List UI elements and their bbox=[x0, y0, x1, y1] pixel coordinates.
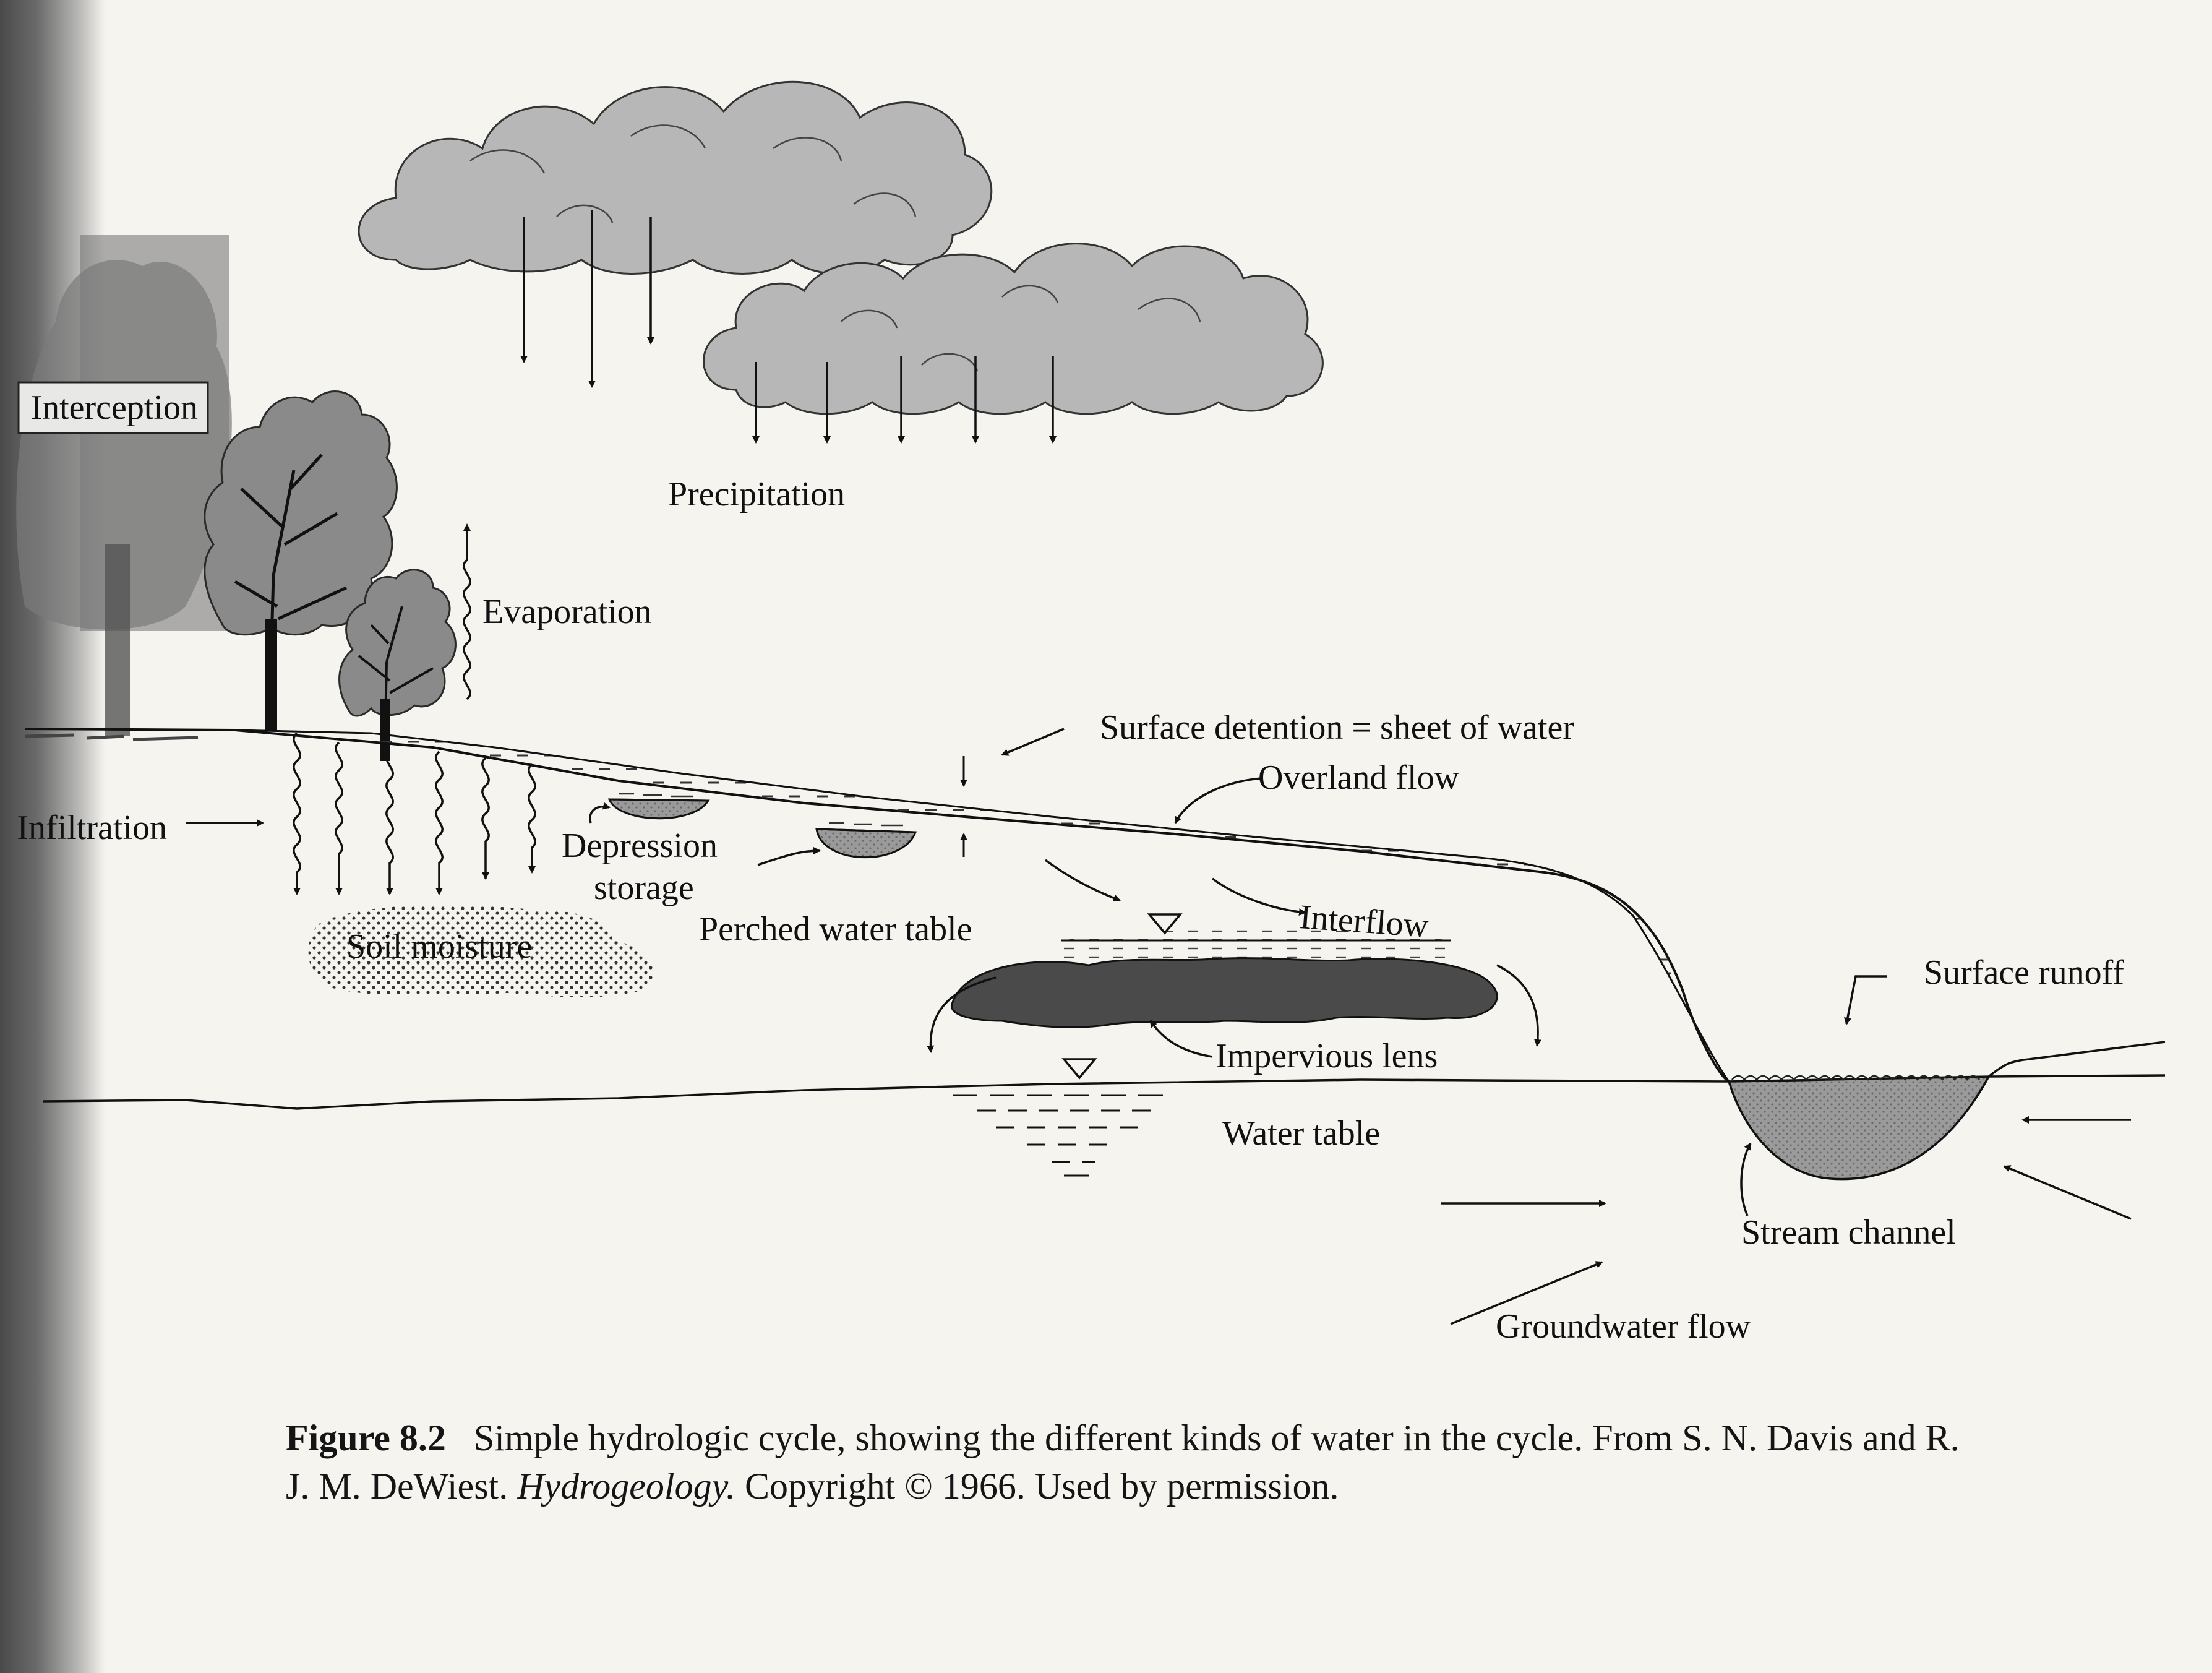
evaporation-wavy-arrow bbox=[463, 523, 471, 700]
figure-number: Figure 8.2 bbox=[286, 1417, 446, 1458]
perched-water-zone bbox=[1061, 913, 1451, 965]
stream-channel-shape bbox=[1727, 1041, 2166, 1181]
infiltration-wavy-arrows bbox=[293, 732, 536, 895]
figure-caption: Figure 8.2 Simple hydrologic cycle, show… bbox=[286, 1414, 1968, 1510]
groundwater-arrows-right bbox=[2003, 1116, 2132, 1220]
impervious-lens bbox=[951, 957, 1498, 1028]
interception-label-box: Interception bbox=[17, 381, 209, 434]
soil-moisture-label: Soil moisture bbox=[346, 927, 532, 966]
perched-water-table-marker bbox=[1147, 913, 1183, 935]
upper-cloud bbox=[358, 80, 993, 275]
lower-cloud bbox=[703, 243, 1324, 415]
land-surface bbox=[24, 728, 1730, 1083]
surface-runoff-label: Surface runoff bbox=[1924, 953, 2124, 992]
lens-arrow-right bbox=[1496, 964, 1541, 1047]
tree-large bbox=[204, 390, 398, 731]
interflow-label: Interflow bbox=[1298, 898, 1430, 945]
precipitation-label: Precipitation bbox=[668, 475, 845, 514]
precipitation-arrows bbox=[520, 210, 1057, 444]
surface-detention-label: Surface detention = sheet of water bbox=[1100, 708, 1574, 747]
water-table-label: Water table bbox=[1222, 1114, 1380, 1153]
caption-text-1: Simple hydrologic cycle, showing the dif… bbox=[286, 1417, 1960, 1507]
caption-book-title: Hydrogeology. bbox=[517, 1466, 735, 1507]
overland-flow-label: Overland flow bbox=[1258, 759, 1460, 797]
groundwater-flow-arrows bbox=[1441, 1200, 1606, 1325]
leader-arrows bbox=[186, 728, 1887, 1216]
big-tree-left bbox=[16, 235, 232, 736]
caption-text-2: Copyright © 1966. Used by permission. bbox=[744, 1466, 1339, 1507]
infiltration-label: Infiltration bbox=[17, 809, 167, 847]
depression-storage-label-line2: storage bbox=[594, 869, 694, 907]
water-table-symbol bbox=[953, 1058, 1163, 1177]
water-table-line bbox=[43, 1078, 1730, 1110]
lens-arrow-left bbox=[927, 976, 997, 1053]
soil-moisture-zone bbox=[308, 905, 653, 997]
stream-channel-label: Stream channel bbox=[1741, 1213, 1956, 1252]
tree-small bbox=[338, 569, 457, 761]
perched-water-table-label: Perched water table bbox=[699, 910, 972, 948]
depression-storage-label-line1: Depression bbox=[562, 827, 718, 865]
interflow-arrows bbox=[1044, 859, 1306, 916]
interception-label: Interception bbox=[30, 389, 198, 427]
groundwater-flow-label: Groundwater flow bbox=[1496, 1307, 1751, 1346]
depression-pool-1 bbox=[607, 793, 710, 820]
depression-pool-2 bbox=[815, 822, 917, 859]
evaporation-label: Evaporation bbox=[482, 593, 652, 631]
impervious-lens-label: Impervious lens bbox=[1215, 1037, 1438, 1075]
